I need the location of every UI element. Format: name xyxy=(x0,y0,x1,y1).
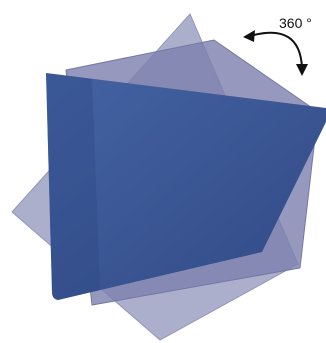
rotation-arrow-tail-head xyxy=(243,30,255,42)
rotation-arrow xyxy=(250,33,302,68)
front-panel-shade xyxy=(46,73,100,300)
rotation-label: 360 ° xyxy=(279,15,312,31)
rotation-arrow-head xyxy=(296,64,308,76)
